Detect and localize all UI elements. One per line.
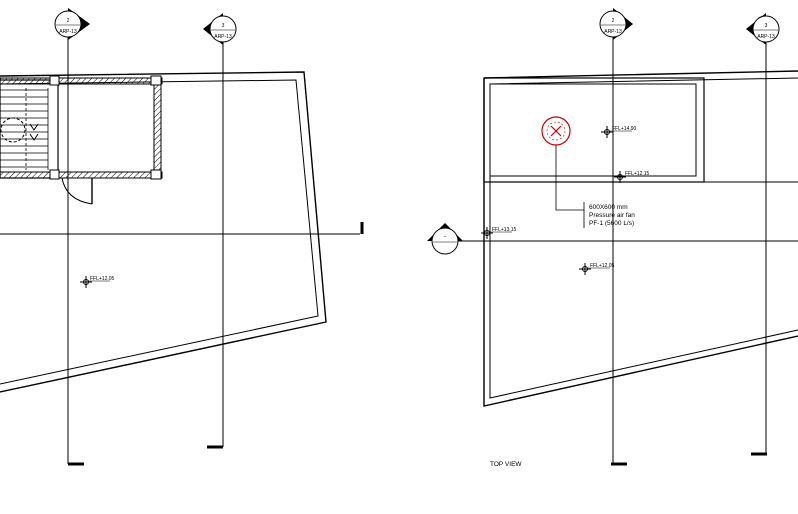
left-floor-level-label: FFL+12.05 [90, 276, 115, 282]
grid-marker-2-sheet: ARP-13 [214, 34, 232, 40]
right-grid-lines [611, 36, 767, 466]
fan-callout-description: Pressure air fan [589, 212, 635, 219]
fan-callout-tag: PF-1 (5600 L/s) [589, 220, 634, 227]
view-title: TOP VIEW [490, 461, 522, 468]
grid-marker-2 [203, 13, 237, 45]
right-floor-level-label: FFL+12.05 [590, 263, 615, 269]
hatched-wall-top [0, 77, 163, 85]
right-outer-wall [483, 70, 798, 407]
grid-marker-1 [54, 8, 90, 40]
grid-marker-2-number: 3 [222, 23, 225, 29]
section-marker [427, 223, 463, 255]
stair-arrow-icon [29, 123, 39, 141]
column-d [49, 169, 60, 180]
stair-treads [0, 88, 49, 170]
grid-marker-3-number: 2 [612, 18, 615, 24]
right-slab-level-label: FFL+12.15 [625, 171, 650, 177]
roof-room-outer [483, 77, 705, 183]
column-b [150, 75, 162, 86]
hatched-wall-bottom [0, 171, 163, 179]
pressure-fan-icon [541, 116, 571, 146]
fan-leader-line [555, 145, 585, 228]
left-plan [0, 71, 364, 393]
grid-marker-4 [746, 13, 780, 45]
right-slab-level-marker [614, 171, 645, 183]
grid-marker-1-sheet: ARP-13 [59, 29, 77, 35]
right-edge-level-label: FFL+13.15 [492, 227, 517, 233]
grid-marker-1-number: 2 [67, 18, 70, 24]
right-floor-level-marker [579, 263, 610, 275]
grid-marker-3-sheet: ARP-13 [604, 29, 622, 35]
stair-direction-circle [0, 117, 26, 143]
grid-marker-4-sheet: ARP-13 [757, 34, 775, 40]
left-outer-wall [0, 71, 327, 393]
section-marker-symbol: – [444, 234, 447, 240]
left-level-marker [80, 276, 110, 288]
grid-marker-3 [599, 8, 633, 40]
right-roof-level-label: FFL+14.90 [612, 126, 637, 132]
stair-room [0, 79, 59, 179]
fan-callout-size: 600X600 mm [589, 204, 628, 211]
grid-marker-4-number: 3 [765, 23, 768, 29]
door-swing-arc [61, 177, 93, 205]
column-a [49, 75, 60, 86]
column-c [150, 169, 162, 180]
right-edge-level-marker [481, 227, 512, 239]
hatched-wall-right [153, 83, 162, 177]
roof-room-inner [489, 83, 697, 177]
right-inner-wall [489, 77, 798, 399]
right-plan [445, 70, 798, 407]
left-grid-lines [67, 36, 224, 466]
